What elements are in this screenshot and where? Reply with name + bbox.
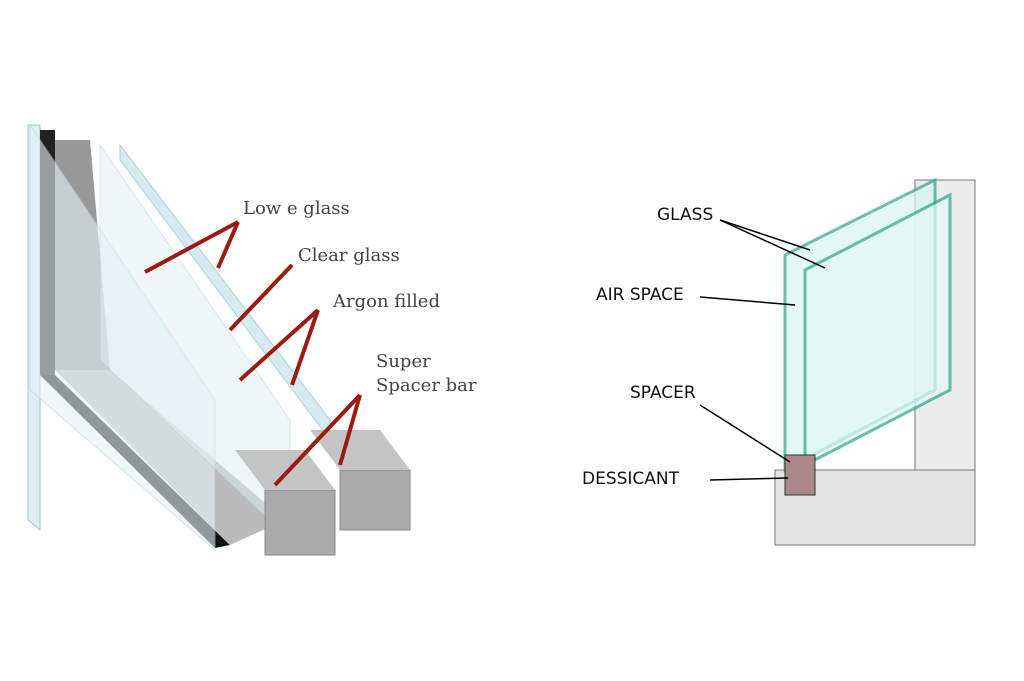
right-window-illustration bbox=[774, 177, 976, 546]
label-air-space: AIR SPACE bbox=[596, 285, 684, 305]
label-spacer: SPACER bbox=[630, 383, 696, 403]
label-low-e-glass: Low e glass bbox=[243, 198, 350, 219]
left-window-illustration bbox=[27, 123, 411, 556]
label-dessicant: DESSICANT bbox=[582, 469, 680, 489]
leader-lines bbox=[699, 219, 826, 481]
red-arrows bbox=[144, 220, 362, 487]
label-argon-filled: Argon filled bbox=[333, 291, 440, 312]
label-clear-glass: Clear glass bbox=[298, 245, 400, 266]
label-super-spacer-bar: Super Spacer bar bbox=[376, 351, 477, 396]
label-glass: GLASS bbox=[657, 205, 714, 225]
